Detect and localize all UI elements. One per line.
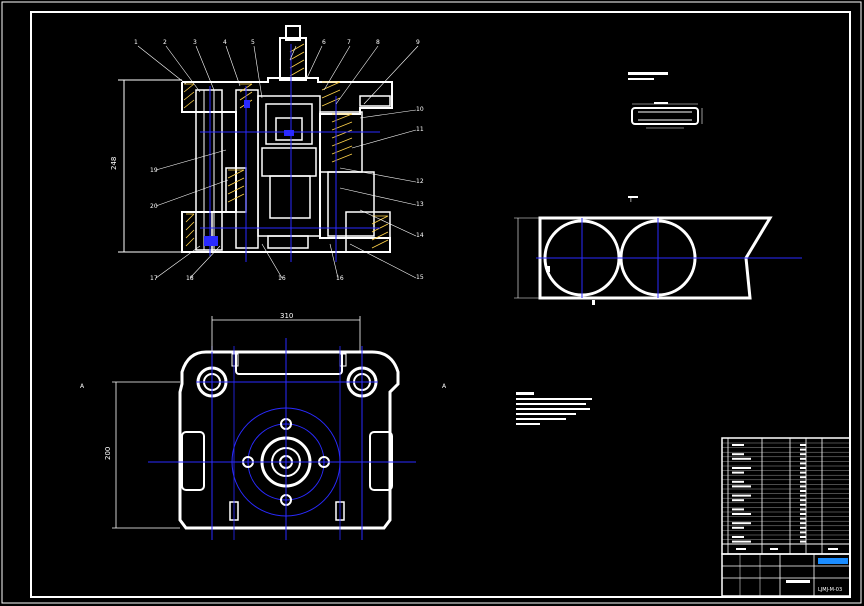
parts-row-qty	[800, 513, 806, 515]
parts-row-qty	[800, 490, 806, 492]
leader-label: 6	[322, 39, 326, 46]
leader-label: 10	[416, 106, 424, 113]
detail-view	[628, 72, 703, 129]
parts-row-qty	[800, 467, 806, 469]
title-block: LJMJ-M-03	[721, 553, 851, 597]
plan-view: 310 200 A A	[80, 312, 447, 540]
parts-row-qty	[800, 462, 806, 465]
drawing-number: LJMJ-M-03	[818, 587, 842, 593]
section-mark-left: A	[80, 383, 85, 390]
leader-label: 16	[336, 275, 344, 282]
section-mark-right: A	[442, 383, 447, 390]
top-shaft	[285, 25, 301, 41]
parts-row-qty	[800, 457, 806, 460]
parts-row-text	[732, 494, 751, 497]
parts-row-qty	[800, 499, 806, 502]
leader-label: 2	[163, 39, 167, 46]
detail-i-view: I	[514, 196, 802, 305]
parts-row-text	[732, 526, 744, 529]
leader-label: 4	[223, 39, 227, 46]
parts-row-qty	[800, 485, 806, 488]
parts-row-text	[732, 508, 744, 511]
leader-label: 9	[416, 39, 420, 46]
leader-label: 12	[416, 178, 424, 185]
section-view: 248 1 2	[110, 25, 424, 282]
parts-row-text	[732, 485, 751, 488]
leader-label: 8	[376, 39, 380, 46]
parts-row-qty	[800, 444, 806, 446]
leader-label: 7	[347, 39, 351, 46]
parts-row-qty	[800, 526, 806, 529]
leader-label: 16	[278, 275, 286, 282]
leader-label: 19	[150, 167, 158, 174]
plate-outline	[178, 350, 400, 530]
parts-row-text	[732, 457, 751, 460]
section-height-dim: 248	[110, 157, 118, 170]
parts-row-text	[732, 467, 751, 469]
plan-height-dim: 200	[104, 447, 112, 460]
parts-row-qty	[800, 448, 806, 451]
detail-label: I	[630, 197, 632, 204]
parts-row-qty	[800, 494, 806, 497]
parts-row-text	[732, 540, 751, 543]
parts-row-qty	[800, 471, 806, 474]
leader-label: 13	[416, 201, 424, 208]
parts-row-text	[732, 444, 744, 446]
parts-row-text	[732, 522, 751, 525]
leader-label: 15	[416, 274, 424, 281]
parts-row-qty	[800, 517, 806, 520]
technical-notes	[516, 392, 592, 425]
parts-row-text	[732, 536, 744, 538]
parts-row-qty	[800, 476, 806, 479]
parts-row-text	[732, 453, 744, 456]
parts-row-qty	[800, 531, 806, 534]
leader-label: 18	[186, 275, 194, 282]
parts-row-text	[732, 513, 751, 515]
leader-label: 20	[150, 203, 158, 210]
parts-row-qty	[800, 503, 806, 506]
leader-label: 11	[416, 126, 424, 133]
parts-row-qty	[800, 453, 806, 456]
leader-label: 3	[193, 39, 197, 46]
parts-row-qty	[800, 536, 806, 538]
parts-row-qty	[800, 540, 806, 543]
parts-row-qty	[800, 480, 806, 483]
plan-width-dim: 310	[280, 312, 293, 320]
parts-row-qty	[800, 522, 806, 525]
parts-row-qty	[800, 508, 806, 511]
parts-row-text	[732, 480, 744, 483]
leader-label: 14	[416, 232, 424, 239]
parts-row-text	[732, 499, 744, 502]
parts-row-text	[732, 471, 744, 474]
inner-frame	[30, 11, 851, 598]
leader-label: 5	[251, 39, 255, 46]
leader-label: 17	[150, 275, 158, 282]
leader-label: 1	[134, 39, 138, 46]
